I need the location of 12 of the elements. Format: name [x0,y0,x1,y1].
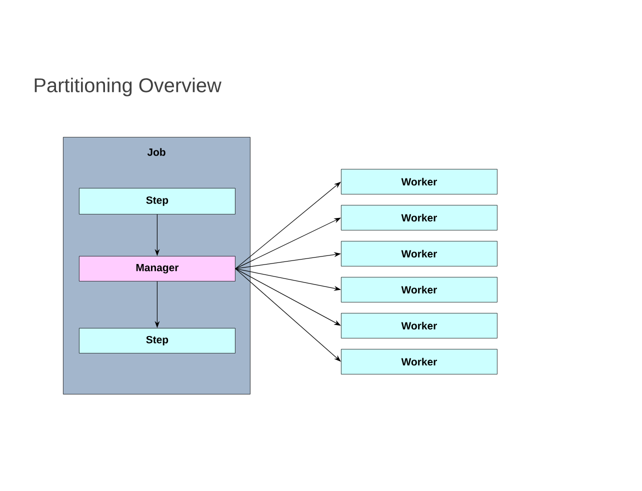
worker-box: Worker [341,349,498,374]
worker-box: Worker [341,205,498,230]
worker-box: Worker [341,313,498,338]
arrow [235,182,341,269]
manager-box: Manager [79,256,236,282]
slide-title: Partitioning Overview [34,78,222,96]
worker-box: Worker [341,277,498,302]
worker-box: Worker [341,169,498,194]
worker-box: Worker [341,241,498,266]
arrow [235,268,341,326]
step-box: Step [79,328,236,354]
step-box: Step [79,188,236,214]
